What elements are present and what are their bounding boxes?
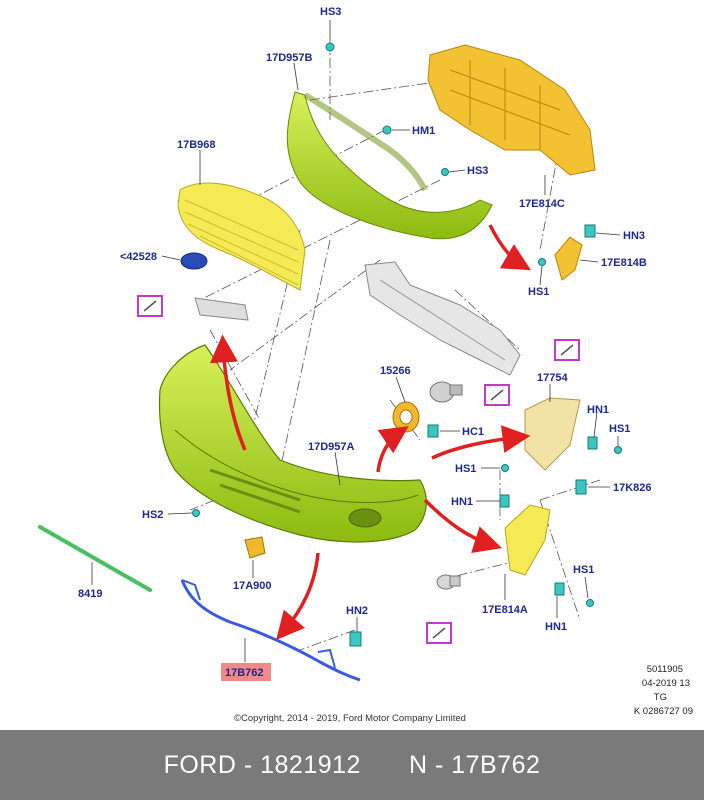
highlighted-part-17b762[interactable] [180, 579, 361, 682]
bracket-17e814a-part[interactable] [504, 504, 551, 576]
label-17a900: 17A900 [233, 580, 272, 592]
label-hc1: HC1 [462, 426, 484, 438]
label-hs2: HS2 [142, 509, 163, 521]
label-17e814b: 17E814B [601, 257, 647, 269]
marker-bottom [426, 622, 452, 644]
location-markers [137, 295, 580, 644]
fastener-hn1-c [554, 582, 565, 596]
fastener-hn3 [584, 224, 596, 238]
fastener-hs1-d [586, 599, 594, 607]
footer-bar: FORD - 1821912 N - 17B762 [0, 730, 704, 800]
label-hs3-mid: HS3 [467, 165, 488, 177]
marker-left [137, 295, 163, 317]
label-42528: <42528 [120, 251, 157, 263]
upper-bumper-part[interactable] [286, 91, 493, 240]
sensor-part[interactable] [429, 381, 463, 403]
label-17b968: 17B968 [177, 139, 216, 151]
footer-part-number: FORD - 1821912 [163, 750, 361, 779]
label-17k826: 17K826 [613, 482, 652, 494]
fastener-17k826 [575, 479, 587, 495]
fastener-hn1-b [499, 494, 510, 508]
emblem-oval[interactable] [180, 252, 208, 270]
stamp-line-3: TG [654, 692, 667, 703]
label-hs1-a: HS1 [528, 286, 549, 298]
label-hs3-top: HS3 [320, 6, 341, 18]
label-8419: 8419 [78, 588, 102, 600]
bracket-17e814b-part[interactable] [554, 236, 583, 281]
connector-part[interactable] [436, 574, 461, 590]
label-hn1-b: HN1 [451, 496, 473, 508]
deflector-part[interactable] [194, 297, 249, 321]
callout-labels: HS3 17D957B HM1 HS3 17B968 <42528 17E814… [78, 6, 652, 679]
guide-lines [189, 40, 601, 651]
stamp-line-1: 5011905 [647, 664, 683, 675]
label-hn1-a: HN1 [587, 404, 609, 416]
stamp-line-4: K 0286727 09 [634, 706, 693, 717]
grille-part[interactable] [177, 182, 306, 291]
leader-lines [91, 20, 621, 662]
label-17d957a: 17D957A [308, 441, 355, 453]
marker-beam [554, 339, 580, 361]
label-hn3: HN3 [623, 230, 645, 242]
exploded-parts-diagram: HS3 17D957B HM1 HS3 17B968 <42528 17E814… [38, 6, 693, 724]
reinforcement-part[interactable] [427, 44, 596, 176]
main-bumper-part[interactable] [158, 344, 427, 543]
drawing-stamp: 5011905 04-2019 13 TG K 0286727 09 [634, 664, 693, 717]
assembly-arrows [210, 224, 532, 640]
fastener-hs1-c [501, 464, 509, 472]
label-17b762: 17B762 [225, 667, 264, 679]
copyright-notice: ©Copyright, 2014 - 2019, Ford Motor Comp… [234, 713, 466, 724]
fasteners[interactable] [192, 42, 622, 647]
fastener-hs3-top [325, 42, 335, 52]
trim-strip-8419-part[interactable] [38, 525, 152, 592]
fastener-hs1-a [538, 258, 546, 266]
fastener-hm1 [382, 125, 392, 135]
fastener-hn1-a [587, 436, 598, 450]
sensor-bracket-part[interactable] [392, 401, 420, 433]
marker-sensor [484, 384, 510, 406]
label-17d957b: 17D957B [266, 52, 313, 64]
fastener-hs2 [192, 509, 200, 517]
label-15266: 15266 [380, 365, 411, 377]
fastener-hc1 [427, 424, 439, 438]
center-beam-part[interactable] [364, 261, 521, 376]
label-hs1-c: HS1 [455, 463, 476, 475]
footer-reference: N - 17B762 [408, 750, 541, 779]
label-hn1-c: HN1 [545, 621, 567, 633]
label-17e814c: 17E814C [519, 198, 565, 210]
highlight-box [221, 663, 271, 681]
label-17754: 17754 [537, 372, 568, 384]
label-hs1-b: HS1 [609, 423, 630, 435]
label-17e814a: 17E814A [482, 604, 528, 616]
label-hs1-d: HS1 [573, 564, 594, 576]
marker-arrows [143, 300, 574, 639]
label-hn2: HN2 [346, 605, 368, 617]
stamp-line-2: 04-2019 13 [642, 678, 690, 689]
label-hm1: HM1 [412, 125, 435, 137]
cover-17a900-part[interactable] [244, 536, 266, 559]
fastener-hs3-mid [441, 168, 449, 176]
bracket-17754-part[interactable] [524, 397, 581, 471]
fastener-hs1-b [614, 446, 622, 454]
fastener-hn2 [349, 631, 362, 647]
